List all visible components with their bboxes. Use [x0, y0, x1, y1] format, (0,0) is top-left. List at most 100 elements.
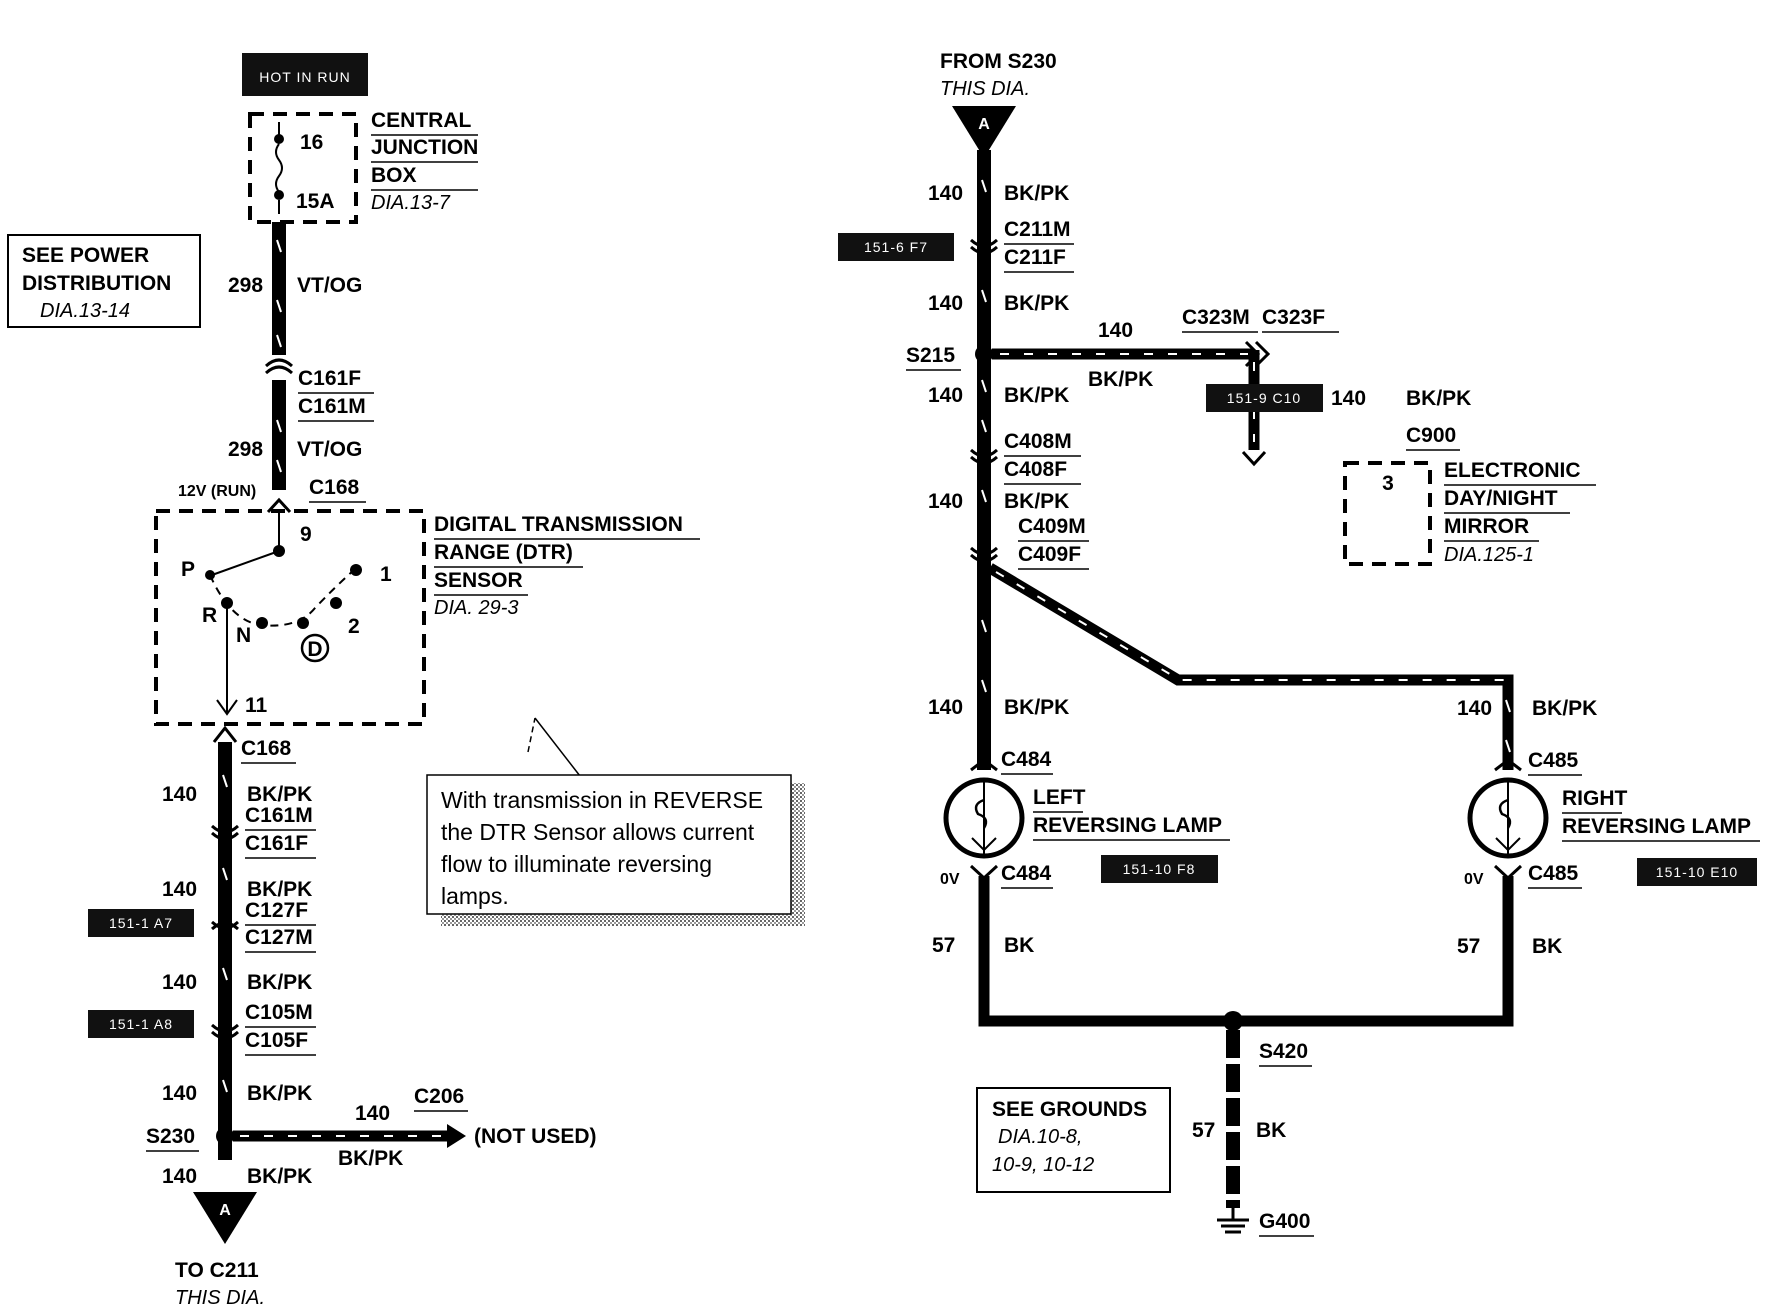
twelve-volt-label: 12V (RUN) [178, 483, 256, 500]
wire-140-number-r-a: 140 [928, 182, 963, 205]
c161-lower-connector-icon [210, 824, 240, 834]
fuse-pin-label: 16 [300, 131, 323, 154]
wire-bkpk-color-d: BK/PK [247, 1082, 312, 1105]
c161m-lower-label: C161M [245, 804, 313, 827]
right-reversing-lamp-icon [1467, 777, 1549, 859]
wire-vtog-color-a: VT/OG [297, 274, 362, 297]
dtr-reference: DIA. 29-3 [434, 597, 518, 619]
dtr-drive-circle [300, 633, 330, 663]
c168-top-connector-icon [266, 497, 292, 514]
c105m-label: C105M [245, 1001, 313, 1024]
c409-connector-icon [969, 546, 999, 556]
ref-tag-c10-label: 151-9 C10 [1227, 390, 1301, 406]
branch-wire-number: 140 [355, 1102, 390, 1125]
c484-bottom-label: C484 [1001, 862, 1052, 885]
c484-top-label: C484 [1001, 748, 1052, 771]
c408f-label: C408F [1004, 458, 1067, 481]
grounds-line-2: DIA.10-8, [998, 1126, 1082, 1148]
wire-bkpk-color-c: BK/PK [247, 971, 312, 994]
wire-bkpk-color-r-b: BK/PK [1004, 292, 1069, 315]
c127m-label: C127M [245, 926, 313, 949]
ref-tag-f8 [1101, 855, 1218, 883]
power-distribution-box [7, 234, 201, 328]
c168-top-label: C168 [309, 476, 360, 499]
dtr-sensor-outline [154, 509, 426, 726]
dtr-arc [209, 568, 356, 627]
dtr-pin-9: 9 [300, 523, 312, 546]
s420-splice-dot [1223, 1011, 1243, 1031]
c485-top-connector-icon [1494, 758, 1522, 772]
mirror-pin-3: 3 [1382, 472, 1394, 495]
c211-connector-icon [969, 238, 999, 248]
c408m-label: C408M [1004, 430, 1072, 453]
c168-bottom-label: C168 [241, 737, 292, 760]
c323f-label: C323F [1262, 306, 1325, 329]
mirror-title-line-3: MIRROR [1444, 515, 1529, 538]
c323m-label: C323M [1182, 306, 1250, 329]
mirror-wire-number: 140 [1331, 387, 1366, 410]
c161f-top-label: C161F [298, 367, 361, 390]
note-line-1: With transmission in REVERSE [441, 787, 763, 813]
power-dist-line-2: DISTRIBUTION [22, 272, 171, 295]
right-lamp-0v: 0V [1464, 871, 1484, 888]
right-lamp-line-1: RIGHT [1562, 787, 1628, 810]
c127f-label: C127F [245, 899, 308, 922]
s230-label: S230 [146, 1125, 195, 1148]
ref-tag-f8-label: 151-10 F8 [1123, 861, 1196, 877]
wire-140-number-a: 140 [162, 783, 197, 806]
ref-tag-c10 [1206, 384, 1323, 412]
dtr-position-p: P [181, 558, 195, 581]
dtr-title-line-1: DIGITAL TRANSMISSION [434, 513, 683, 536]
power-dist-reference: DIA.13-14 [40, 300, 130, 322]
cjb-title-line-2: JUNCTION [371, 136, 478, 159]
to-c211-label: TO C211 [175, 1259, 259, 1282]
wire-140-right-lamp [987, 563, 1514, 770]
connector-a-bottom-icon [193, 1192, 257, 1244]
ref-tag-a7 [88, 909, 194, 937]
not-used-arrow-icon [447, 1124, 466, 1148]
dtr-position-2: 2 [348, 615, 360, 638]
ref-tag-f7 [838, 233, 954, 261]
c206-label: C206 [414, 1085, 464, 1108]
wire-bk-color-left: BK [1004, 934, 1034, 957]
connector-a-top-label: A [978, 116, 990, 133]
g400-label: G400 [1259, 1210, 1310, 1233]
c161-connector-icon [264, 358, 294, 368]
left-circuit: HOT IN RUN 16 15A CENTRAL JUNCTION BOX D… [7, 53, 805, 1309]
c105-connector-icon [210, 1023, 240, 1033]
dtr-switch-arm [211, 550, 280, 576]
from-s230-label: FROM S230 [940, 50, 1057, 73]
ref-tag-f7-label: 151-6 F7 [864, 239, 928, 255]
note-line-2: the DTR Sensor allows current [441, 819, 755, 845]
from-s230-this-dia: THIS DIA. [940, 78, 1030, 100]
c485-top-label: C485 [1528, 749, 1579, 772]
wire-57-number-right: 57 [1457, 935, 1480, 958]
connector-a-top-icon [952, 106, 1016, 158]
wire-140-number-r-b: 140 [928, 292, 963, 315]
dtr-title-line-3: SENSOR [434, 569, 523, 592]
dtr-pin-11: 11 [245, 694, 268, 717]
to-c211-this-dia: THIS DIA. [175, 1287, 265, 1309]
wire-bkpk-color-r-d: BK/PK [1004, 490, 1069, 513]
wire-stripes [276, 239, 282, 473]
cjb-title-line-1: CENTRAL [371, 109, 471, 132]
c323-connector-icon [1244, 340, 1271, 368]
wire-bkpk-color-r-a: BK/PK [1004, 182, 1069, 205]
wire-57-number-left: 57 [932, 934, 955, 957]
dtr-position-n: N [236, 624, 251, 647]
note-line-4: lamps. [441, 883, 509, 909]
left-lamp-line-2: REVERSING LAMP [1033, 814, 1222, 837]
s230-splice-dot [216, 1127, 234, 1145]
grounds-box [976, 1087, 1171, 1193]
fuse-rating-label: 15A [296, 190, 335, 213]
grounds-line-3: 10-9, 10-12 [992, 1154, 1094, 1176]
ref-tag-e10-label: 151-10 E10 [1656, 864, 1738, 880]
c409m-label: C409M [1018, 515, 1086, 538]
dtr-position-r: R [202, 604, 217, 627]
wire-140-number-r-d: 140 [928, 490, 963, 513]
left-lamp-line-1: LEFT [1033, 786, 1086, 809]
wire-140-number-right-lamp: 140 [1457, 697, 1492, 720]
mirror-title-line-1: ELECTRONIC [1444, 459, 1581, 482]
dtr-position-d: D [307, 638, 322, 661]
note-line-3: flow to illuminate reversing [441, 851, 712, 877]
